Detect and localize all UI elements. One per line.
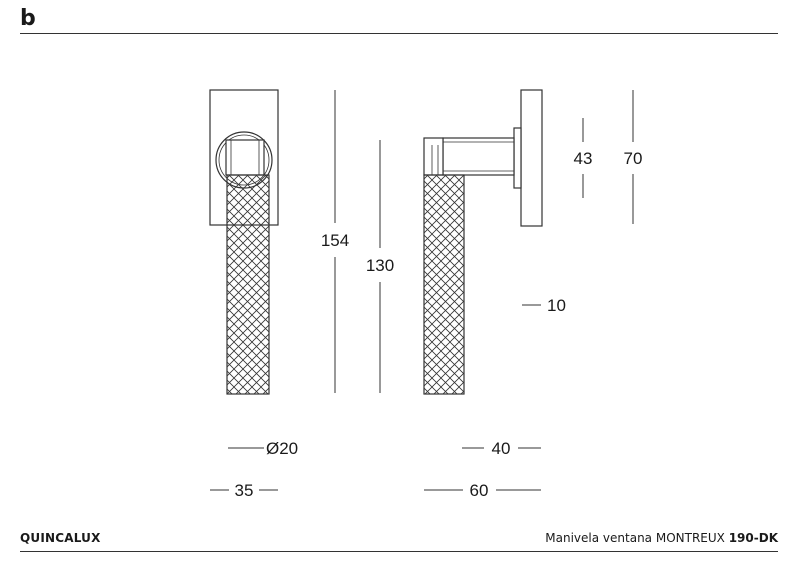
front-view <box>209 89 279 395</box>
dim-rose-width: 35 <box>235 481 254 500</box>
dim-projection-min: 43 <box>574 149 593 168</box>
footer-brand: QUINCALUX <box>20 531 101 545</box>
footer-product-title: Manivela ventana MONTREUX 190-DK <box>545 531 778 545</box>
side-elbow <box>423 137 444 176</box>
side-grip <box>423 174 465 395</box>
dim-lever-length: 130 <box>366 256 394 275</box>
side-arm <box>442 137 515 176</box>
front-grip <box>226 174 270 395</box>
dim-rose-thickness: 10 <box>547 296 566 315</box>
dim-overall-height: 154 <box>321 231 349 250</box>
dim-grip-depth-min: 40 <box>492 439 511 458</box>
dim-projection-max: 70 <box>624 149 643 168</box>
footer-description: Manivela ventana MONTREUX <box>545 531 725 545</box>
side-view <box>423 89 543 395</box>
footer-model-code: 190-DK <box>728 531 778 545</box>
side-rose-plate <box>520 89 543 227</box>
brand-logo: b <box>20 6 36 31</box>
header-divider <box>20 33 778 34</box>
footer-divider <box>20 551 778 552</box>
front-neck <box>225 139 265 176</box>
side-rose-collar <box>513 127 522 189</box>
dim-grip-depth-max: 60 <box>470 481 489 500</box>
dim-rose-diameter: Ø20 <box>266 439 298 458</box>
dimension-annotations: 154 130 43 70 10 Ø20 35 40 60 <box>210 90 642 500</box>
